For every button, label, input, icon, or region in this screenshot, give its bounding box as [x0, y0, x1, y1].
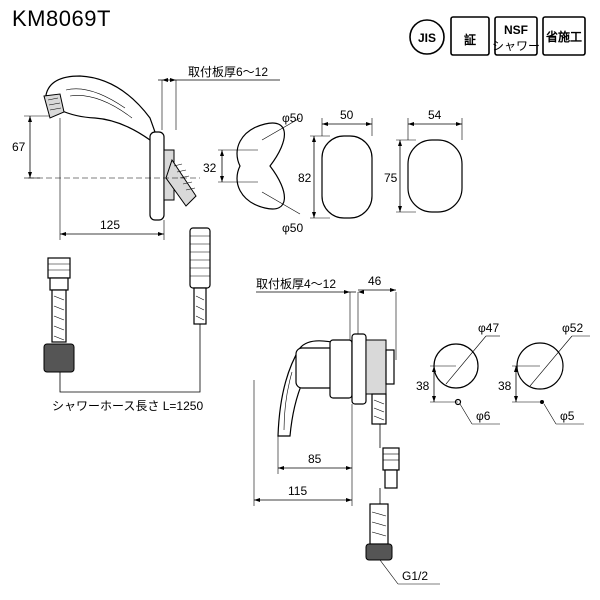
- mixer-side-view: 取付板厚4～12 46: [253, 274, 440, 585]
- mixer-hole-b-dia: φ52: [562, 321, 583, 335]
- certified-badge: 証: [450, 16, 490, 56]
- svg-text:NSF: NSF: [504, 23, 528, 37]
- shower-hole-bottom-dia: φ50: [282, 221, 303, 235]
- svg-text:証: 証: [464, 32, 476, 47]
- svg-text:省施工: 省施工: [545, 29, 582, 44]
- shower-mounting-hole: φ50 φ50 32: [203, 111, 303, 235]
- mixer-dim-depth: 46: [368, 274, 382, 288]
- shower-hole-pitch: 32: [203, 161, 217, 175]
- shower-hole-top-dia: φ50: [282, 111, 303, 125]
- shower-plate-front: 50 82: [298, 108, 373, 219]
- shower-cover-width: 54: [428, 108, 442, 122]
- nsf-shower-badge: NSF シャワー: [492, 16, 540, 56]
- mixer-hole-a-offset: 38: [416, 379, 430, 393]
- jis-mark-icon: JIS: [409, 19, 445, 55]
- mixer-thread-size: G1/2: [402, 569, 428, 583]
- shower-dim-height: 67: [12, 140, 26, 154]
- mixer-dim-85: 85: [308, 452, 322, 466]
- shower-plate-thickness-label: 取付板厚6～12: [188, 65, 268, 79]
- mixer-hole-b: φ52 38 φ5: [498, 321, 590, 425]
- mixer-hole-a-dia: φ47: [478, 321, 499, 335]
- shower-cover-height: 75: [384, 171, 398, 185]
- easy-install-badge: 省施工: [542, 16, 586, 56]
- hose-lower-coupling: [43, 257, 75, 373]
- mixer-plate-thickness-label: 取付板厚4～12: [256, 277, 336, 291]
- shower-cover-front: 54 75: [384, 108, 463, 213]
- mixer-hole-a-pin: φ6: [476, 409, 491, 423]
- shower-plate-width: 50: [340, 108, 354, 122]
- shower-dim-width: 125: [100, 218, 120, 232]
- mixer-hole-b-pin: φ5: [560, 409, 575, 423]
- shower-side-view: 取付板厚6～12: [12, 65, 280, 240]
- certification-badges: JIS 証 NSF シャワー 省施工: [409, 16, 586, 56]
- svg-text:シャワー: シャワー: [492, 39, 540, 53]
- hose-length-label: シャワーホース長さ L=1250: [52, 399, 203, 413]
- svg-text:JIS: JIS: [418, 31, 436, 45]
- mixer-hole-a: φ47 38 φ6: [416, 321, 500, 425]
- mixer-dim-115: 115: [288, 484, 307, 498]
- mixer-hole-b-offset: 38: [498, 379, 512, 393]
- shower-plate-height: 82: [298, 171, 312, 185]
- shower-threaded-connector: [165, 158, 197, 207]
- model-number-title: KM8069T: [12, 6, 111, 31]
- shower-hose: シャワーホース長さ L=1250: [43, 227, 211, 413]
